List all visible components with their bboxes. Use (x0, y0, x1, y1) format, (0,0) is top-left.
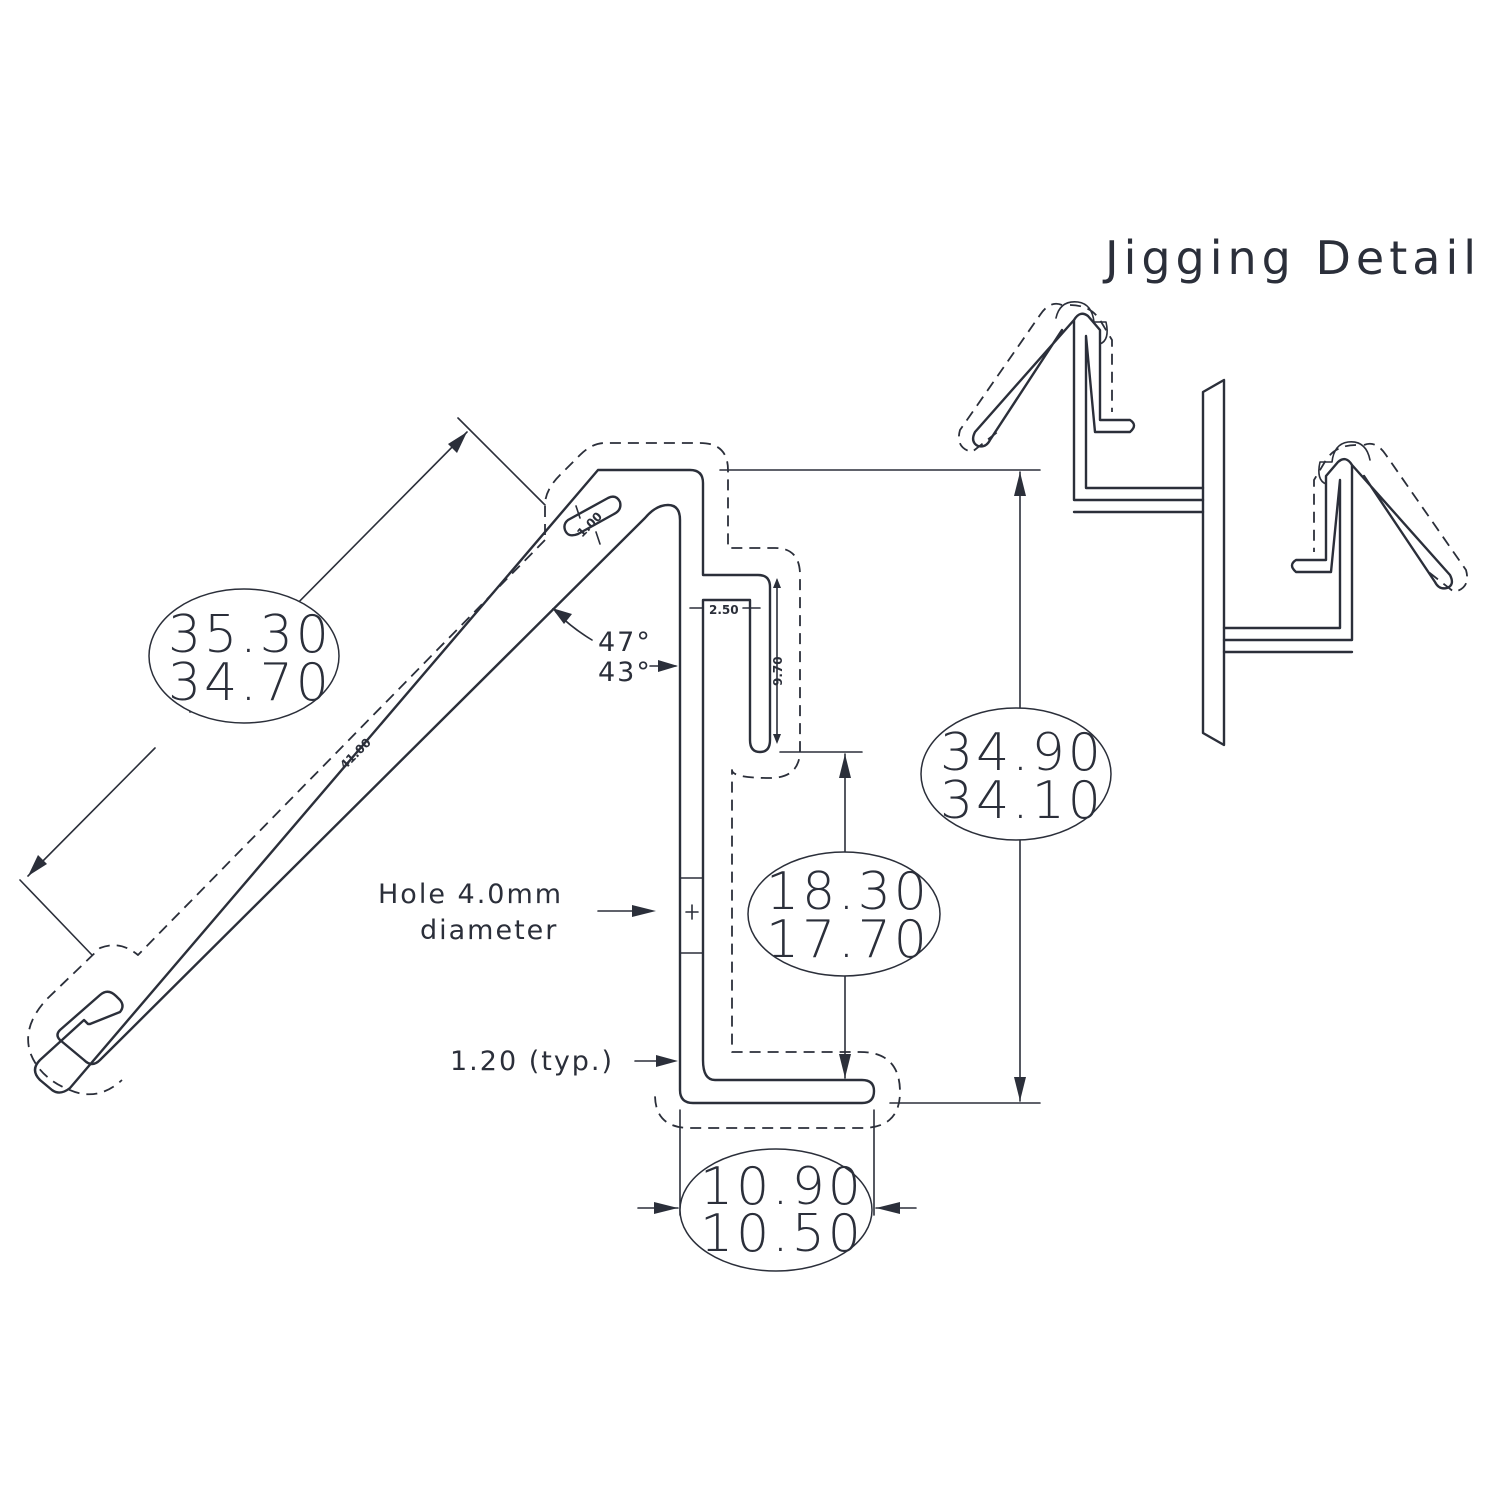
dimension-base-width (637, 1109, 917, 1216)
thickness-leader (634, 1055, 678, 1067)
jigging-detail (957, 301, 1469, 747)
channel-width-label: 2.50 (709, 603, 739, 617)
dimension-overall-height (719, 469, 1041, 1104)
angled-flange-ellipse (148, 588, 340, 724)
hole-note-line2: diameter (420, 915, 558, 946)
overall-height-min: 34.10 (940, 771, 1104, 831)
drawing-title: Jigging Detail (1102, 231, 1481, 285)
lower-height-max: 18.30 (766, 862, 930, 922)
overall-height-max: 34.90 (940, 723, 1104, 783)
dimension-lower-height (779, 751, 863, 1079)
inner-length-label: 41.00 (337, 735, 374, 772)
lower-clip-hook (1318, 441, 1371, 485)
dimension-channel (689, 578, 781, 744)
channel-depth-label: 9.70 (771, 656, 785, 686)
hole-marker (679, 877, 704, 954)
base-width-min: 10.50 (700, 1204, 864, 1264)
dashed-offset-line (544, 442, 901, 1129)
dimension-hook-gap (575, 505, 601, 545)
hook-slot (563, 495, 622, 537)
upper-clip (971, 312, 1205, 514)
profile-outer-line (33, 468, 876, 1105)
overall-height-ellipse (920, 707, 1112, 841)
angled-flange-min: 34.70 (168, 653, 332, 713)
lower-height-min: 17.70 (766, 910, 930, 970)
main-profile (27, 442, 901, 1129)
angled-flange-max: 35.30 (168, 605, 332, 665)
base-width-max: 10.90 (700, 1157, 864, 1217)
thickness-note: 1.20 (typ.) (450, 1046, 614, 1077)
base-width-ellipse (679, 1148, 873, 1272)
jig-bar (1201, 378, 1226, 747)
hole-note-line1: Hole 4.0mm (378, 879, 563, 910)
lower-clip (1222, 457, 1454, 654)
hole-leader (597, 905, 656, 917)
hole-centre-cross (685, 904, 699, 920)
angle-max: 47° (598, 627, 652, 658)
lower-height-ellipse (747, 851, 941, 977)
upper-clip-hook (1055, 301, 1108, 345)
angle-min: 43° (598, 657, 652, 688)
dimension-angle (552, 608, 678, 672)
